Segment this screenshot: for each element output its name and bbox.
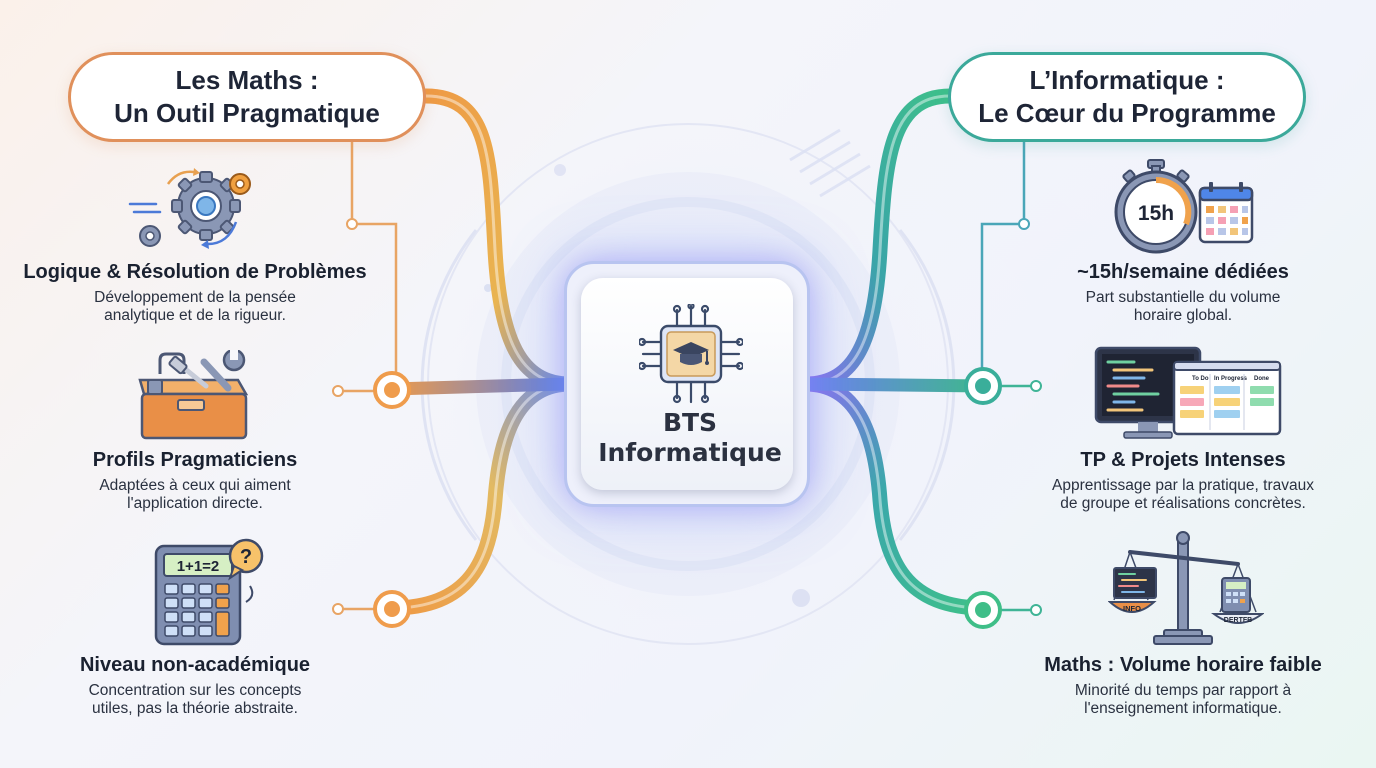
- kanban-col-todo: To Do: [1192, 376, 1209, 382]
- right-item-maths-volume-desc2: l'enseignement informatique.: [1084, 700, 1282, 717]
- left-item-logic-title: Logique & Résolution de Problèmes: [23, 261, 367, 283]
- right-item-maths-volume-title: Maths : Volume horaire faible: [1044, 654, 1322, 676]
- right-header-pill: L’Informatique : Le Cœur du Programme: [948, 52, 1306, 142]
- right-header-line1: L’Informatique :: [1029, 65, 1225, 95]
- left-header-line2: Un Outil Pragmatique: [114, 98, 380, 128]
- calculator-icon: 1+1=2 ?: [154, 538, 264, 646]
- node-left-middle: [373, 371, 411, 409]
- left-header-pill: Les Maths : Un Outil Pragmatique: [68, 52, 426, 142]
- left-item-profiles-title: Profils Pragmaticiens: [92, 449, 298, 471]
- left-item-level-desc1: Concentration sur les concepts: [88, 682, 302, 699]
- left-item-profiles-desc2: l'application directe.: [127, 495, 263, 512]
- left-item-level-desc2: utiles, pas la théorie abstraite.: [92, 700, 298, 717]
- right-item-projects-desc2: de groupe et réalisations concrètes.: [1060, 495, 1306, 512]
- right-item-projects-desc1: Apprentissage par la pratique, travaux: [1052, 477, 1314, 494]
- computer-kanban-icon: To Do In Progress Done: [1094, 346, 1282, 439]
- right-item-hours-title: ~15h/semaine dédiées: [1077, 261, 1289, 283]
- gears-icon: [128, 168, 251, 249]
- left-item-level: Niveau non-académique Concentration sur …: [0, 654, 390, 718]
- kanban-col-progress: In Progress: [1214, 376, 1248, 382]
- left-item-profiles: Profils Pragmaticiens Adaptées à ceux qu…: [0, 449, 390, 513]
- left-item-logic-desc2: analytique et de la rigueur.: [104, 307, 286, 324]
- left-item-profiles-desc1: Adaptées à ceux qui aiment: [99, 477, 291, 494]
- center-card-inner: [581, 278, 793, 490]
- right-item-projects-title: TP & Projets Intenses: [1080, 449, 1286, 471]
- scale-icon: INFO DERTFB: [1108, 531, 1264, 645]
- node-right-bottom: [964, 591, 1002, 629]
- right-item-projects: TP & Projets Intenses Apprentissage par …: [988, 449, 1376, 513]
- right-item-hours-desc1: Part substantielle du volume: [1085, 289, 1281, 306]
- center-title: BTS Informatique: [598, 408, 782, 467]
- chip-graduation-cap-icon: [639, 304, 743, 404]
- left-header-line1: Les Maths :: [175, 65, 319, 95]
- right-item-hours: ~15h/semaine dédiées Part substantielle …: [988, 261, 1376, 325]
- question-bubble-text: ?: [240, 546, 252, 568]
- node-right-middle: [964, 367, 1002, 405]
- left-item-level-title: Niveau non-académique: [79, 654, 311, 676]
- right-item-maths-volume-desc1: Minorité du temps par rapport à: [1074, 682, 1292, 699]
- scale-pan-left-label: INFO: [1123, 604, 1141, 613]
- left-item-logic: Logique & Résolution de Problèmes Dévelo…: [0, 261, 390, 325]
- right-header-line2: Le Cœur du Programme: [978, 98, 1276, 128]
- stopwatch-badge: 15h: [1138, 202, 1174, 225]
- calculator-display: 1+1=2: [177, 558, 220, 575]
- scale-pan-right-label: DERTFB: [1224, 617, 1252, 624]
- kanban-col-done: Done: [1254, 376, 1270, 382]
- stopwatch-icon: 15h: [1114, 159, 1254, 254]
- left-item-logic-desc1: Développement de la pensée: [94, 289, 296, 306]
- toolbox-icon: [138, 350, 249, 440]
- center-card: BTS Informatique: [564, 261, 810, 507]
- right-item-hours-desc2: horaire global.: [1133, 307, 1233, 324]
- node-left-bottom: [373, 590, 411, 628]
- right-item-maths-volume: Maths : Volume horaire faible Minorité d…: [988, 654, 1376, 718]
